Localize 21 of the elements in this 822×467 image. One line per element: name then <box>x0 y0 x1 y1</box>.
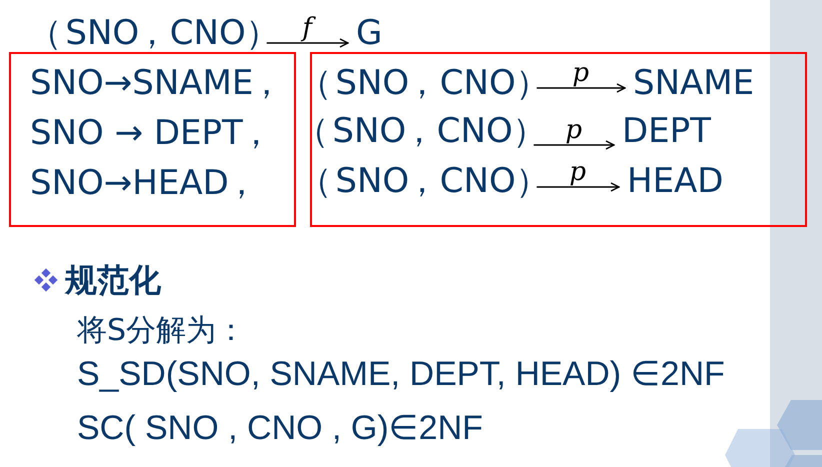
formula-text: SC( SNO , CNO , G)∈2NF <box>77 408 483 448</box>
arrow <box>536 182 620 192</box>
arrow <box>534 140 615 150</box>
dependency-text: SNO → DEPT， <box>30 115 274 151</box>
attribute-text: DEPT <box>622 113 711 149</box>
attribute-text: HEAD <box>627 163 724 199</box>
expression-text: （SNO，CNO） <box>315 65 533 101</box>
dependency-text: SNO→HEAD， <box>30 165 260 201</box>
arrow <box>536 83 626 93</box>
expression-text: （SNO，CNO） <box>45 15 263 51</box>
dependency-text: SNO→SNAME， <box>30 65 284 101</box>
body-text: 将S分解为： <box>77 313 246 349</box>
expression-text: （SNO，CNO） <box>315 163 533 199</box>
framed-box <box>310 52 807 227</box>
formula-text: S_SD(SNO, SNAME, DEPT, HEAD) ∈2NF <box>77 354 725 394</box>
attribute-text: G <box>356 15 382 51</box>
section-heading: 规范化 <box>65 262 161 298</box>
arrow <box>266 38 349 48</box>
framed-box <box>9 52 296 227</box>
attribute-text: SNAME <box>633 65 754 101</box>
expression-text: （SNO，CNO） <box>312 113 530 149</box>
